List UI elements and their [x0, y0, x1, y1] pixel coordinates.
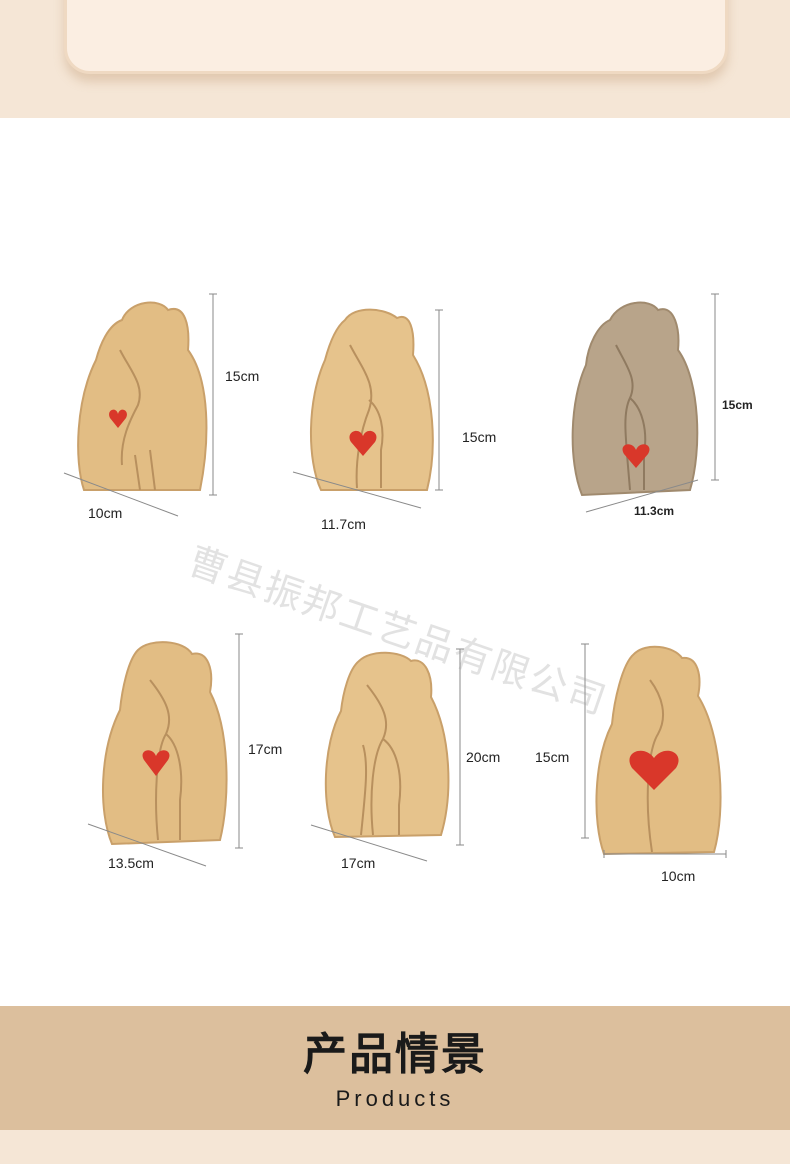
- section-header-band: [0, 1006, 790, 1130]
- bear-puzzle-figure: [571, 293, 719, 513]
- width-label: 17cm: [341, 855, 376, 871]
- height-label: 15cm: [722, 398, 753, 412]
- bear-puzzle-figure: [310, 648, 464, 862]
- bear-puzzle-figure: [581, 643, 727, 858]
- height-label: 15cm: [535, 749, 570, 765]
- bear-puzzle-figure: [63, 293, 217, 517]
- product-6: 15cm 10cm: [530, 640, 790, 890]
- top-decorative-card: [64, 0, 728, 74]
- product-2: 15cm 11.7cm: [285, 300, 525, 540]
- height-label: 15cm: [225, 368, 260, 384]
- product-5: 20cm 17cm: [305, 645, 535, 880]
- height-label: 20cm: [466, 749, 501, 765]
- height-label: 15cm: [462, 429, 497, 445]
- bear-puzzle-figure: [87, 633, 243, 867]
- product-1: 15cm 10cm: [60, 290, 280, 530]
- section-title: 产品情景: [303, 1029, 487, 1080]
- width-label: 10cm: [88, 505, 123, 521]
- bottom-decorative-band: [0, 1130, 790, 1164]
- section-subtitle: Products: [335, 1086, 455, 1111]
- width-label: 13.5cm: [108, 855, 154, 871]
- height-label: 17cm: [248, 741, 283, 757]
- width-label: 11.7cm: [321, 516, 366, 532]
- product-3: 15cm 11.3cm: [560, 290, 790, 530]
- product-size-gallery: [0, 118, 790, 1006]
- bear-puzzle-figure: [292, 308, 443, 509]
- width-label: 10cm: [661, 868, 696, 884]
- width-label: 11.3cm: [634, 504, 675, 518]
- product-4: 17cm 13.5cm: [80, 630, 310, 880]
